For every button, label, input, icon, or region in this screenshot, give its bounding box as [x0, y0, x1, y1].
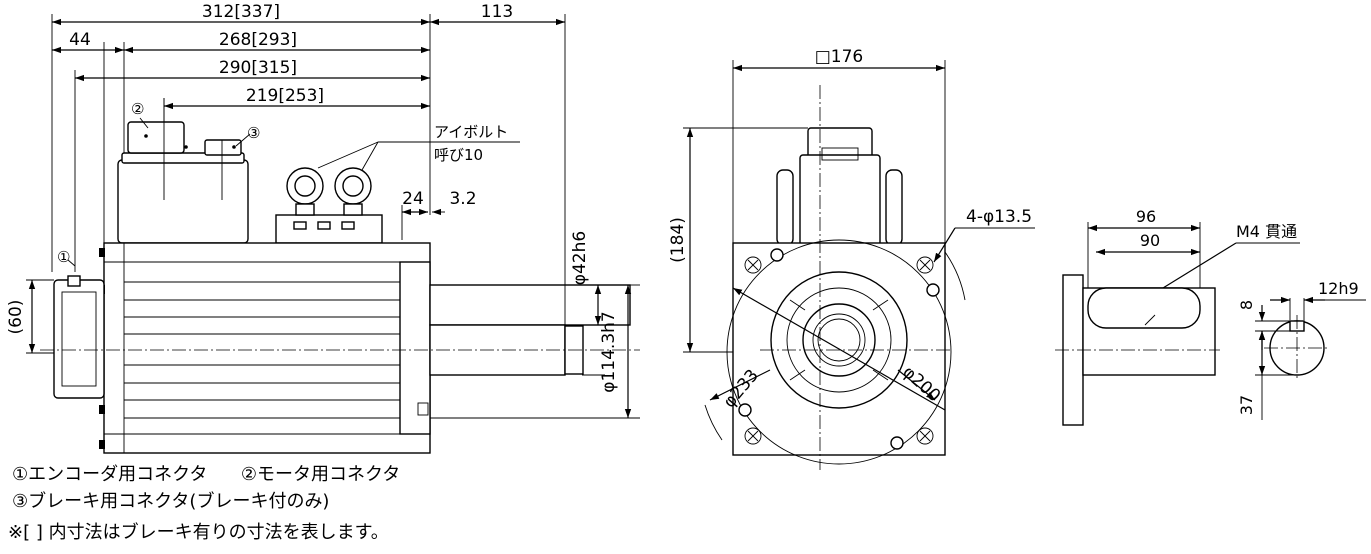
dim-268: 268[293] — [219, 30, 297, 50]
legend-motor: ②モータ用コネクタ — [240, 464, 401, 485]
dim-flange-3-2: 3.2 — [449, 189, 476, 209]
dim-holes: 4-φ13.5 — [966, 207, 1032, 227]
legend-line-2: ③ブレーキ用コネクタ(ブレーキ付のみ) — [12, 491, 330, 512]
dim-total-length: 312[337] — [202, 2, 280, 22]
dim-height: (184) — [668, 217, 688, 263]
legend-line-1: ①エンコーダ用コネクタ ②モータ用コネクタ — [12, 460, 400, 486]
dim-key-width: 12h9 — [1318, 279, 1359, 298]
dim-shaft-length: 113 — [481, 2, 513, 22]
dim-shaft-37: 37 — [1237, 395, 1256, 415]
marker-2: ② — [131, 100, 144, 118]
marker-3: ③ — [247, 124, 260, 142]
dim-key-96: 96 — [1136, 207, 1156, 226]
dim-key-depth: 8 — [1237, 300, 1256, 310]
side-view: 312[337] 113 44 268[293] 290[315] 219[25… — [6, 2, 640, 454]
front-view: □176 (184) — [668, 47, 1035, 470]
eyebolt-label-line2: 呼び10 — [434, 146, 483, 164]
dim-flange-24: 24 — [402, 189, 424, 209]
dim-key-90: 90 — [1140, 231, 1160, 250]
shaft-view: 96 90 M4 貫通 12h9 8 37 — [1055, 207, 1366, 426]
dim-290: 290[315] — [219, 58, 297, 78]
dim-square: □176 — [815, 47, 864, 67]
legend-encoder: ①エンコーダ用コネクタ — [12, 464, 208, 485]
bracket-note: ※[ ] 内寸法はブレーキ有りの寸法を表します。 — [8, 522, 389, 543]
dim-encoder-offset: 44 — [69, 30, 91, 50]
dim-spigot-dia: φ114.3h7 — [599, 311, 619, 392]
dim-encoder-height: (60) — [6, 300, 26, 335]
eyebolt-label-line1: アイボルト — [434, 123, 508, 141]
dim-219: 219[253] — [246, 86, 324, 106]
dim-shaft-dia: φ42h6 — [570, 231, 590, 285]
dim-tap: M4 貫通 — [1236, 222, 1297, 241]
marker-1: ① — [57, 248, 70, 266]
